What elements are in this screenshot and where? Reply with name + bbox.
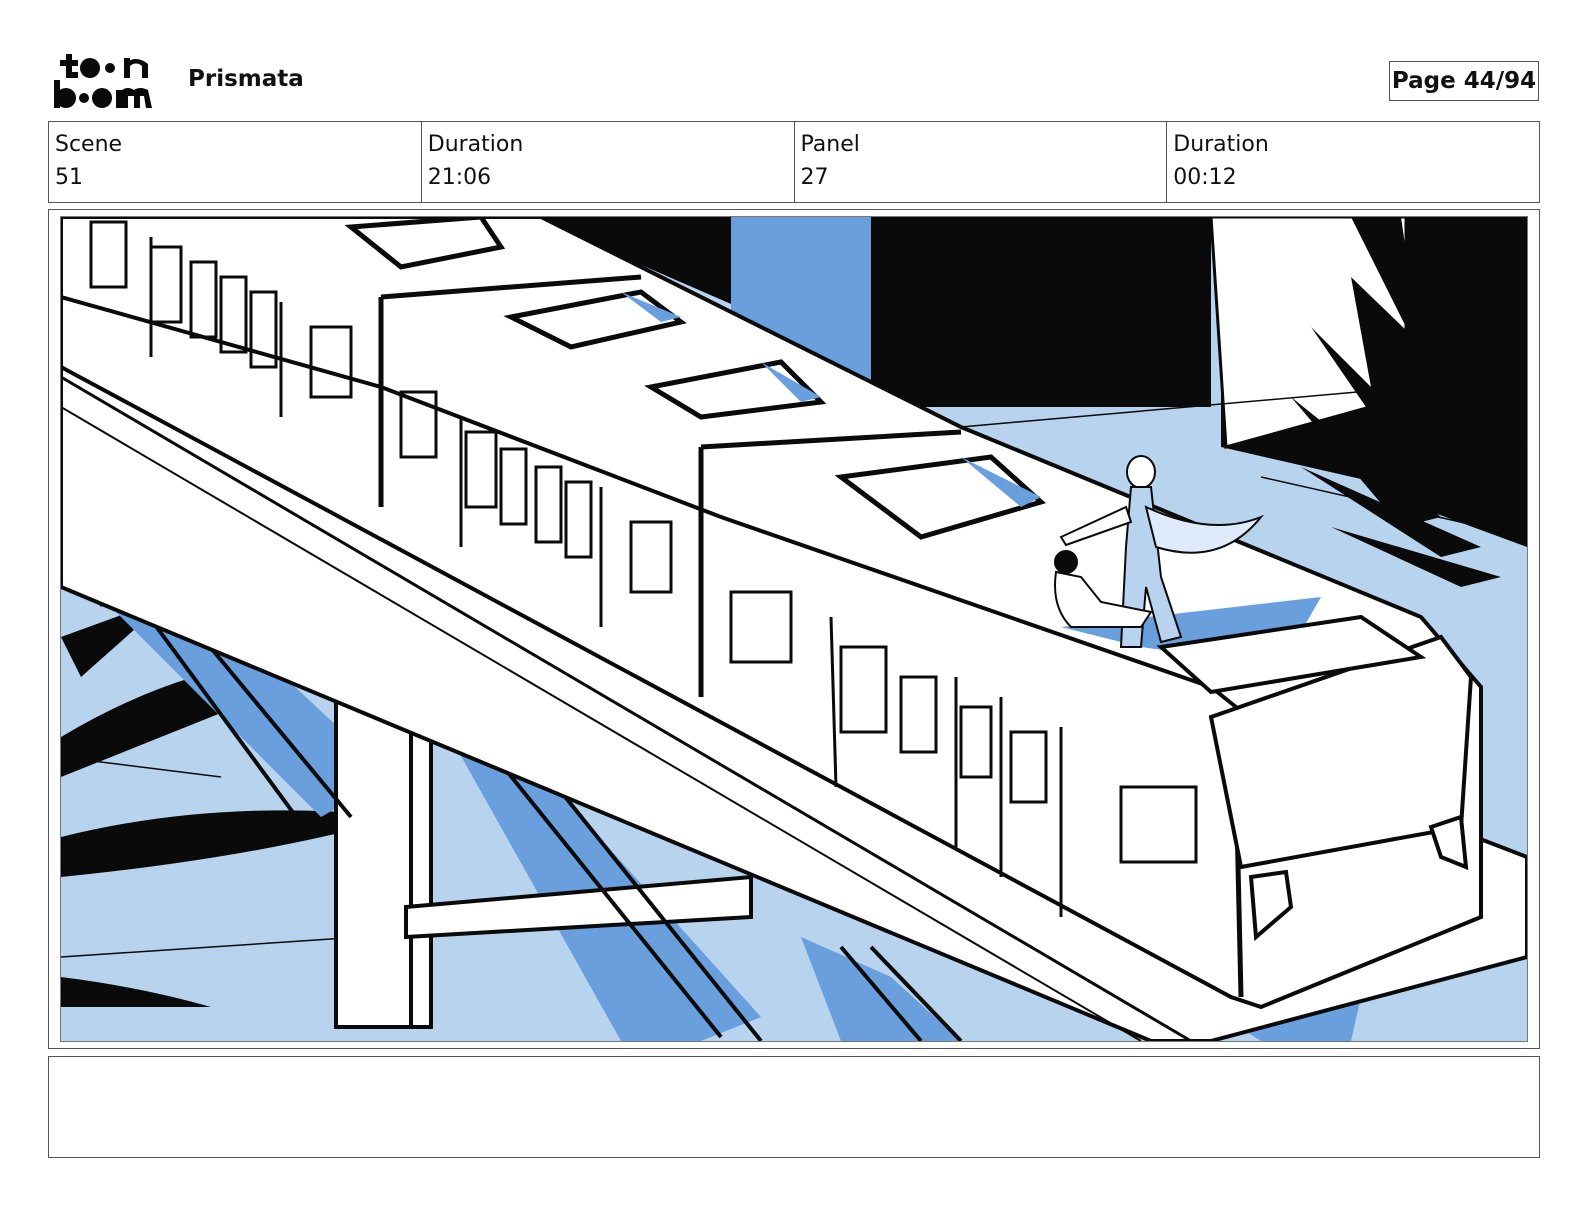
scene-info-table: Scene 51 Duration 21:06 Panel 27 Duratio… [48, 121, 1540, 203]
panel-value: 27 [800, 165, 829, 190]
scene-value: 51 [55, 165, 83, 190]
panel-cell: Panel 27 [795, 122, 1168, 202]
page-indicator: Page 44/94 [1389, 61, 1539, 101]
panel-duration-label: Duration [1173, 132, 1269, 157]
scene-duration-label: Duration [427, 132, 524, 157]
panel-notes-text [49, 1057, 1539, 1073]
toon-boom-logo [52, 50, 164, 112]
storyboard-panel-image [60, 216, 1528, 1042]
storyboard-panel-frame [48, 209, 1540, 1049]
scene-duration-cell: Duration 21:06 [422, 122, 795, 202]
panel-duration-value: 00:12 [1173, 165, 1237, 190]
scene-cell: Scene 51 [49, 122, 422, 202]
panel-duration-cell: Duration 00:12 [1167, 122, 1539, 202]
panel-notes-box [48, 1056, 1540, 1158]
panel-label: Panel [800, 132, 860, 157]
project-title: Prismata [188, 66, 304, 92]
scene-label: Scene [55, 132, 123, 157]
scene-duration-value: 21:06 [427, 165, 492, 190]
